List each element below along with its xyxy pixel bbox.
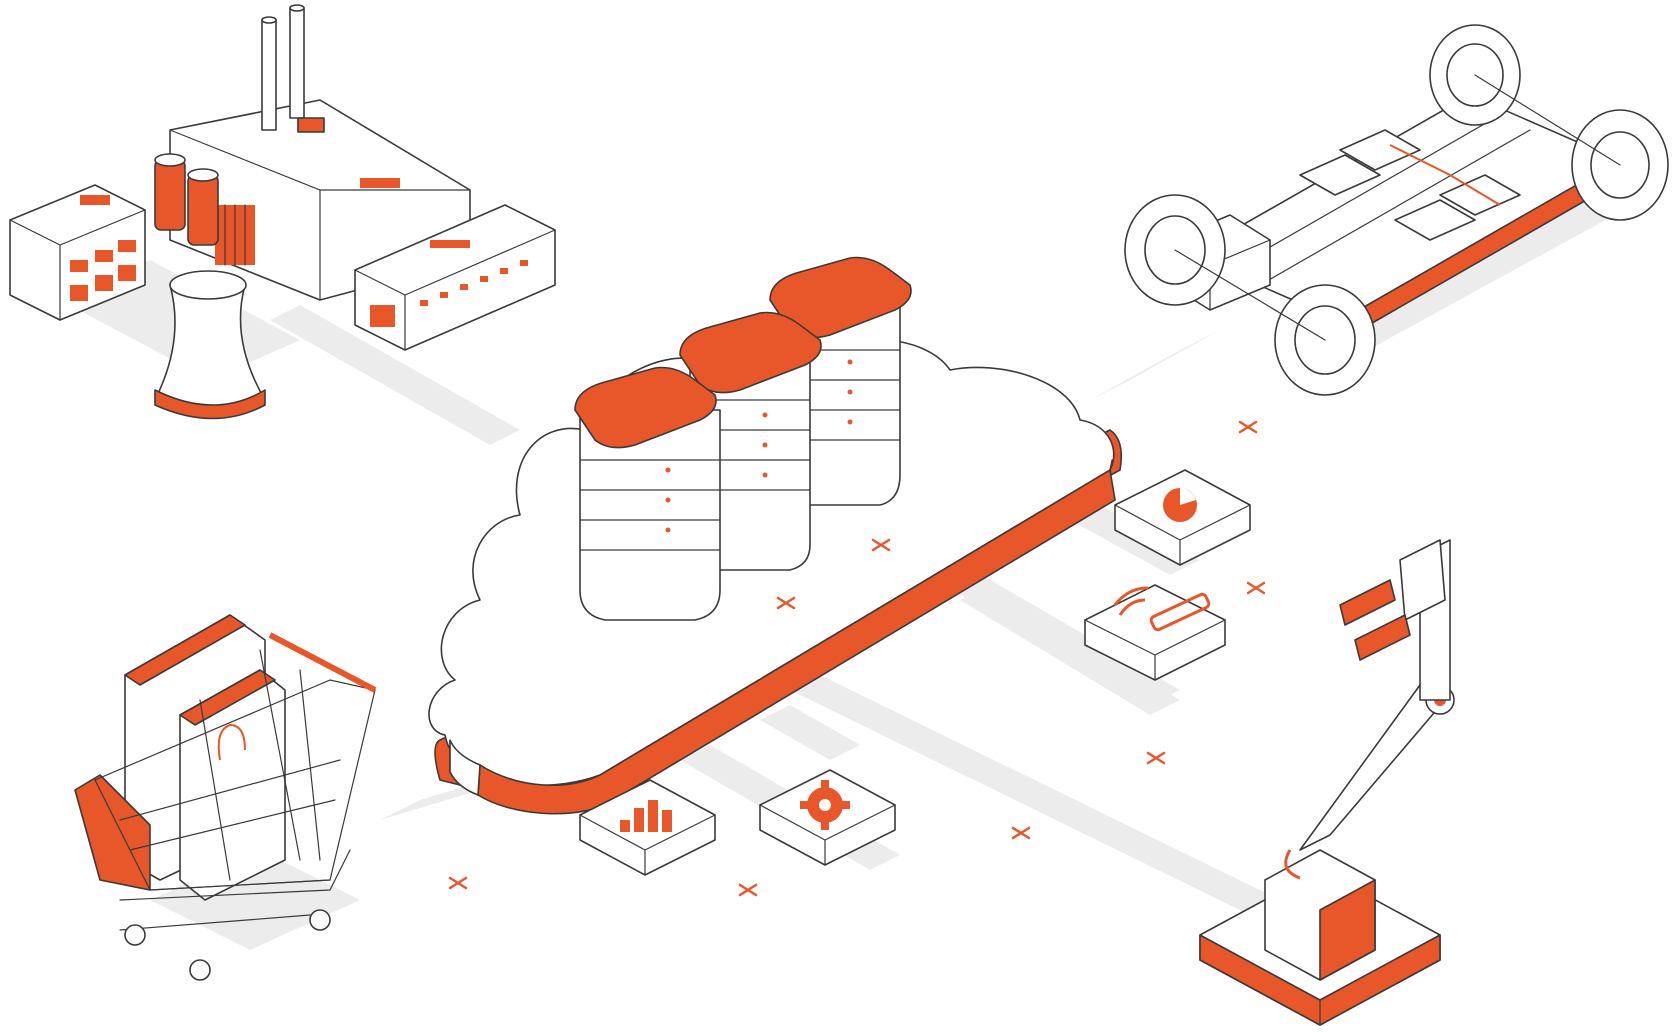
- tile-analytics: [1114, 469, 1251, 566]
- pie-chart-icon: [1163, 488, 1197, 522]
- robot-arm-icon: [1199, 539, 1455, 1026]
- factory-icon: [9, 4, 556, 420]
- gear-icon: [800, 780, 850, 830]
- tile-settings: [759, 769, 896, 866]
- car-chassis-icon: [1124, 24, 1669, 396]
- x-mark-icon: [448, 420, 1266, 897]
- shopping-cart-icon: [74, 614, 377, 981]
- wireless-device-icon: [1113, 586, 1211, 632]
- tile-connectivity: [1084, 584, 1226, 681]
- tile-metrics: [579, 779, 716, 876]
- server-stack-icon: [574, 256, 912, 621]
- bar-chart-icon: [620, 800, 672, 832]
